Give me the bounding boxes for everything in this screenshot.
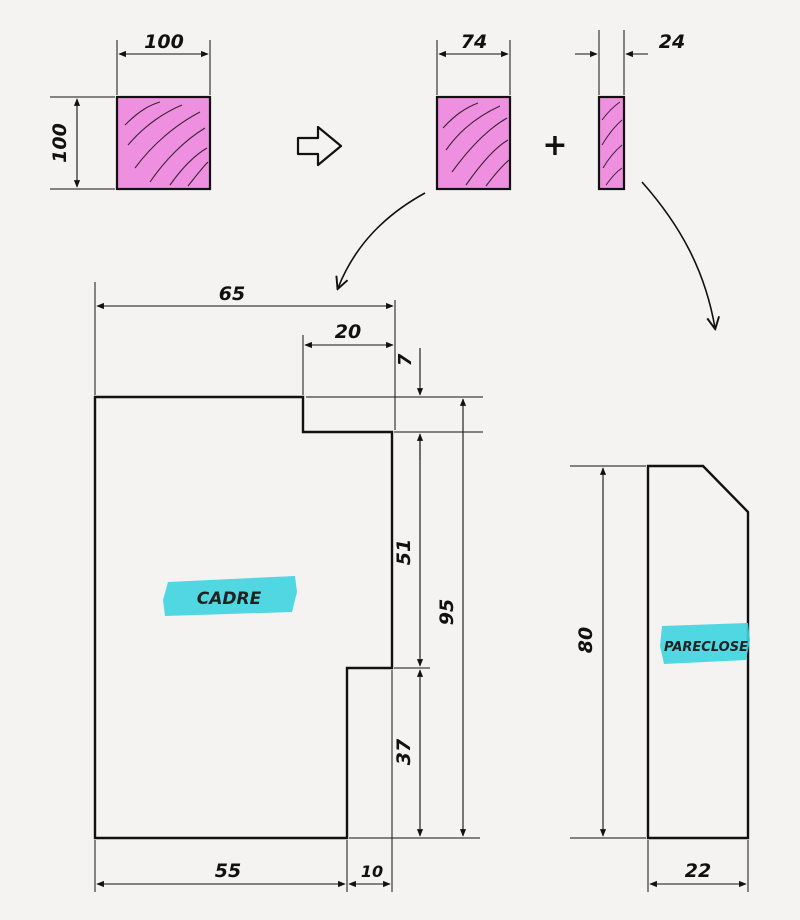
rebate-depth-label: 7	[395, 353, 416, 366]
bottom-left-label: 55	[215, 860, 241, 882]
pareclose-width-label: 22	[685, 860, 711, 882]
top-total-label: 65	[219, 283, 245, 305]
total-height-label: 95	[436, 599, 458, 625]
cadre-outline	[93, 395, 394, 840]
middle-height-label: 51	[393, 539, 415, 565]
stock-square	[115, 95, 212, 191]
main-width-label: 74	[461, 31, 487, 53]
rebate-width-label: 20	[335, 321, 361, 343]
lower-height-label: 37	[393, 738, 415, 765]
wood-grain	[442, 102, 510, 187]
curved-arrow-to-cadre	[338, 192, 426, 288]
pareclose-height-label: 80	[575, 627, 597, 653]
pareclose-outline	[646, 464, 750, 840]
bottom-right-label: 10	[361, 862, 383, 881]
pareclose-label: PARECLOSE	[664, 640, 748, 655]
curved-arrow-to-pareclose	[641, 181, 715, 328]
plus-icon: +	[542, 128, 567, 163]
pareclose-highlight	[660, 623, 750, 664]
wood-grain	[124, 101, 209, 187]
main-piece	[435, 95, 512, 191]
outline-right-arrow-icon	[296, 125, 343, 167]
cadre-highlight	[163, 576, 297, 616]
cadre-label: CADRE	[197, 589, 262, 609]
cadre-section: CADRE 65 20 7 51 37 95 55	[93, 282, 483, 892]
stock-section: 100 100	[49, 31, 212, 191]
wood-grain	[601, 101, 623, 186]
stock-width-label: 100	[144, 31, 184, 53]
strip-width-label: 24	[659, 31, 685, 53]
pareclose-section: PARECLOSE 80 22	[570, 464, 750, 892]
split-section: 74 + 24	[435, 30, 685, 191]
stock-height-label: 100	[49, 123, 71, 163]
